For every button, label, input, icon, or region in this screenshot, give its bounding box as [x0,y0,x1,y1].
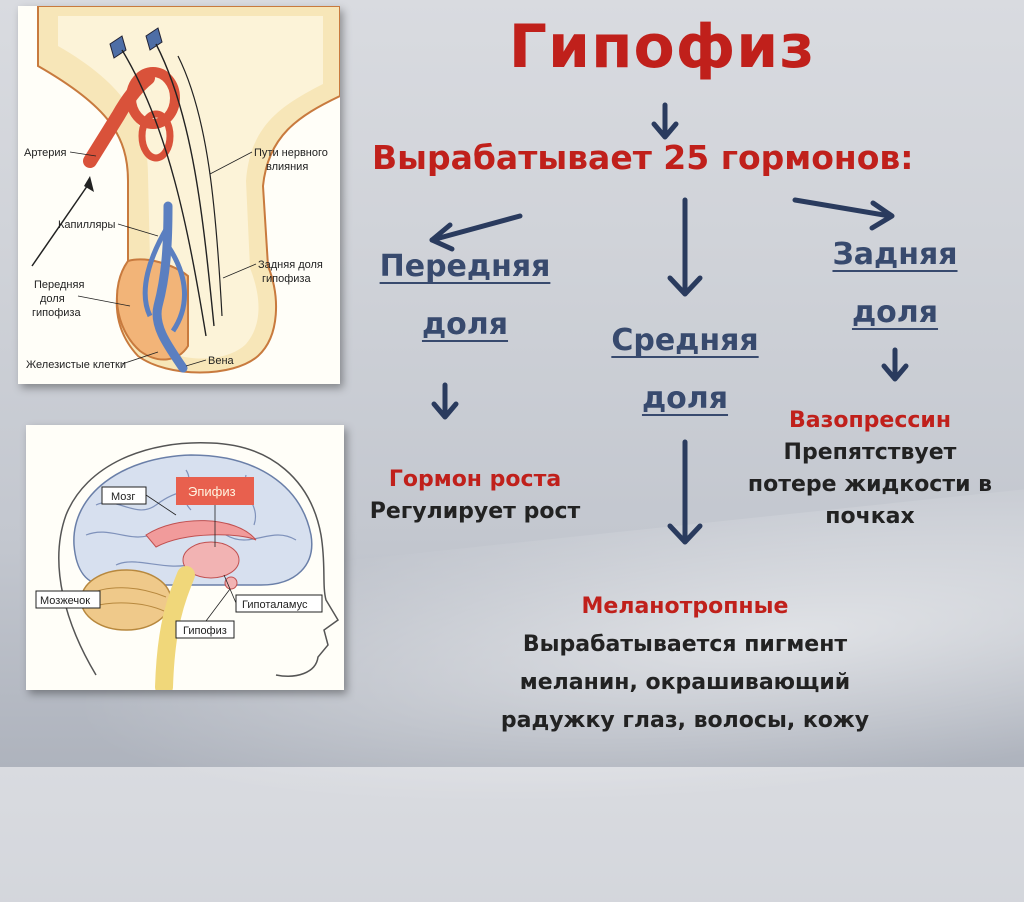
anterior-lobe-description: Гормон роста Регулирует рост [355,464,595,528]
growth-hormone-effect: Регулирует рост [355,496,595,528]
vasopressin-effect-line2: потере жидкости в [730,469,1010,501]
posterior-lobe-heading: Задняя доля [800,226,990,342]
melanotropin-name: Меланотропные [470,588,900,626]
middle-lobe-description: Меланотропные Вырабатывается пигмент мел… [470,588,900,740]
vasopressin-name: Вазопрессин [730,405,1010,437]
anterior-lobe-heading: Передняя доля [360,238,570,354]
middle-lobe-line1: Средняя [611,323,758,358]
vasopressin-effect-line1: Препятствует [730,437,1010,469]
melanotropin-effect-line3: радужку глаз, волосы, кожу [470,702,900,740]
posterior-lobe-description: Вазопрессин Препятствует потере жидкости… [730,405,1010,533]
melanotropin-effect-line1: Вырабатывается пигмент [470,626,900,664]
middle-lobe-line2: доля [642,381,728,416]
growth-hormone-name: Гормон роста [355,464,595,496]
anterior-lobe-line1: Передняя [380,249,551,284]
posterior-lobe-line1: Задняя [832,237,957,272]
anterior-lobe-line2: доля [422,307,508,342]
vasopressin-effect-line3: почках [730,501,1010,533]
posterior-lobe-line2: доля [852,295,938,330]
melanotropin-effect-line2: меланин, окрашивающий [470,664,900,702]
